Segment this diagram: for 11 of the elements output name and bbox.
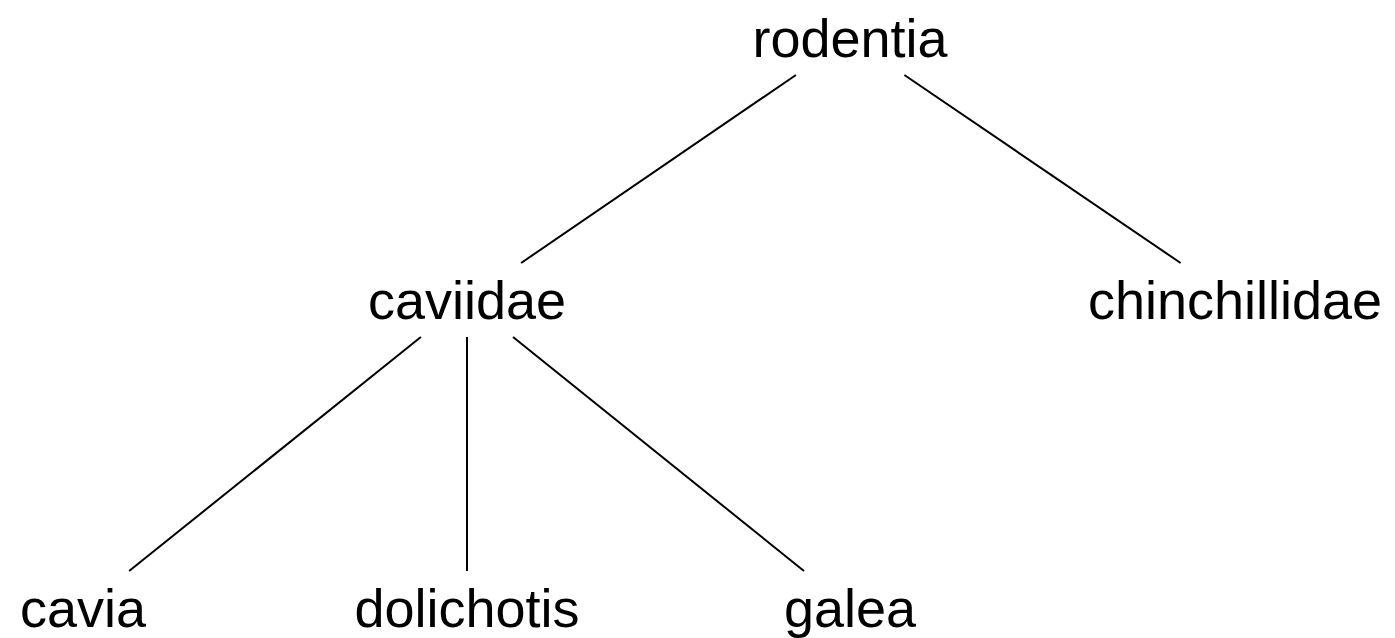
tree-branch-line	[903, 74, 1182, 264]
taxon-label: chinchillidae	[1087, 269, 1383, 331]
tree-branch-line	[466, 336, 468, 572]
taxon-label: dolichotis	[354, 577, 580, 638]
taxon-label: rodentia	[752, 7, 948, 69]
taxon-label: galea	[783, 577, 917, 638]
taxon-label: cavia	[19, 577, 147, 638]
taxon-label: caviidae	[367, 269, 567, 331]
tree-branch-line	[520, 74, 797, 264]
tree-branch-line	[512, 336, 805, 572]
tree-branch-line	[128, 336, 422, 572]
